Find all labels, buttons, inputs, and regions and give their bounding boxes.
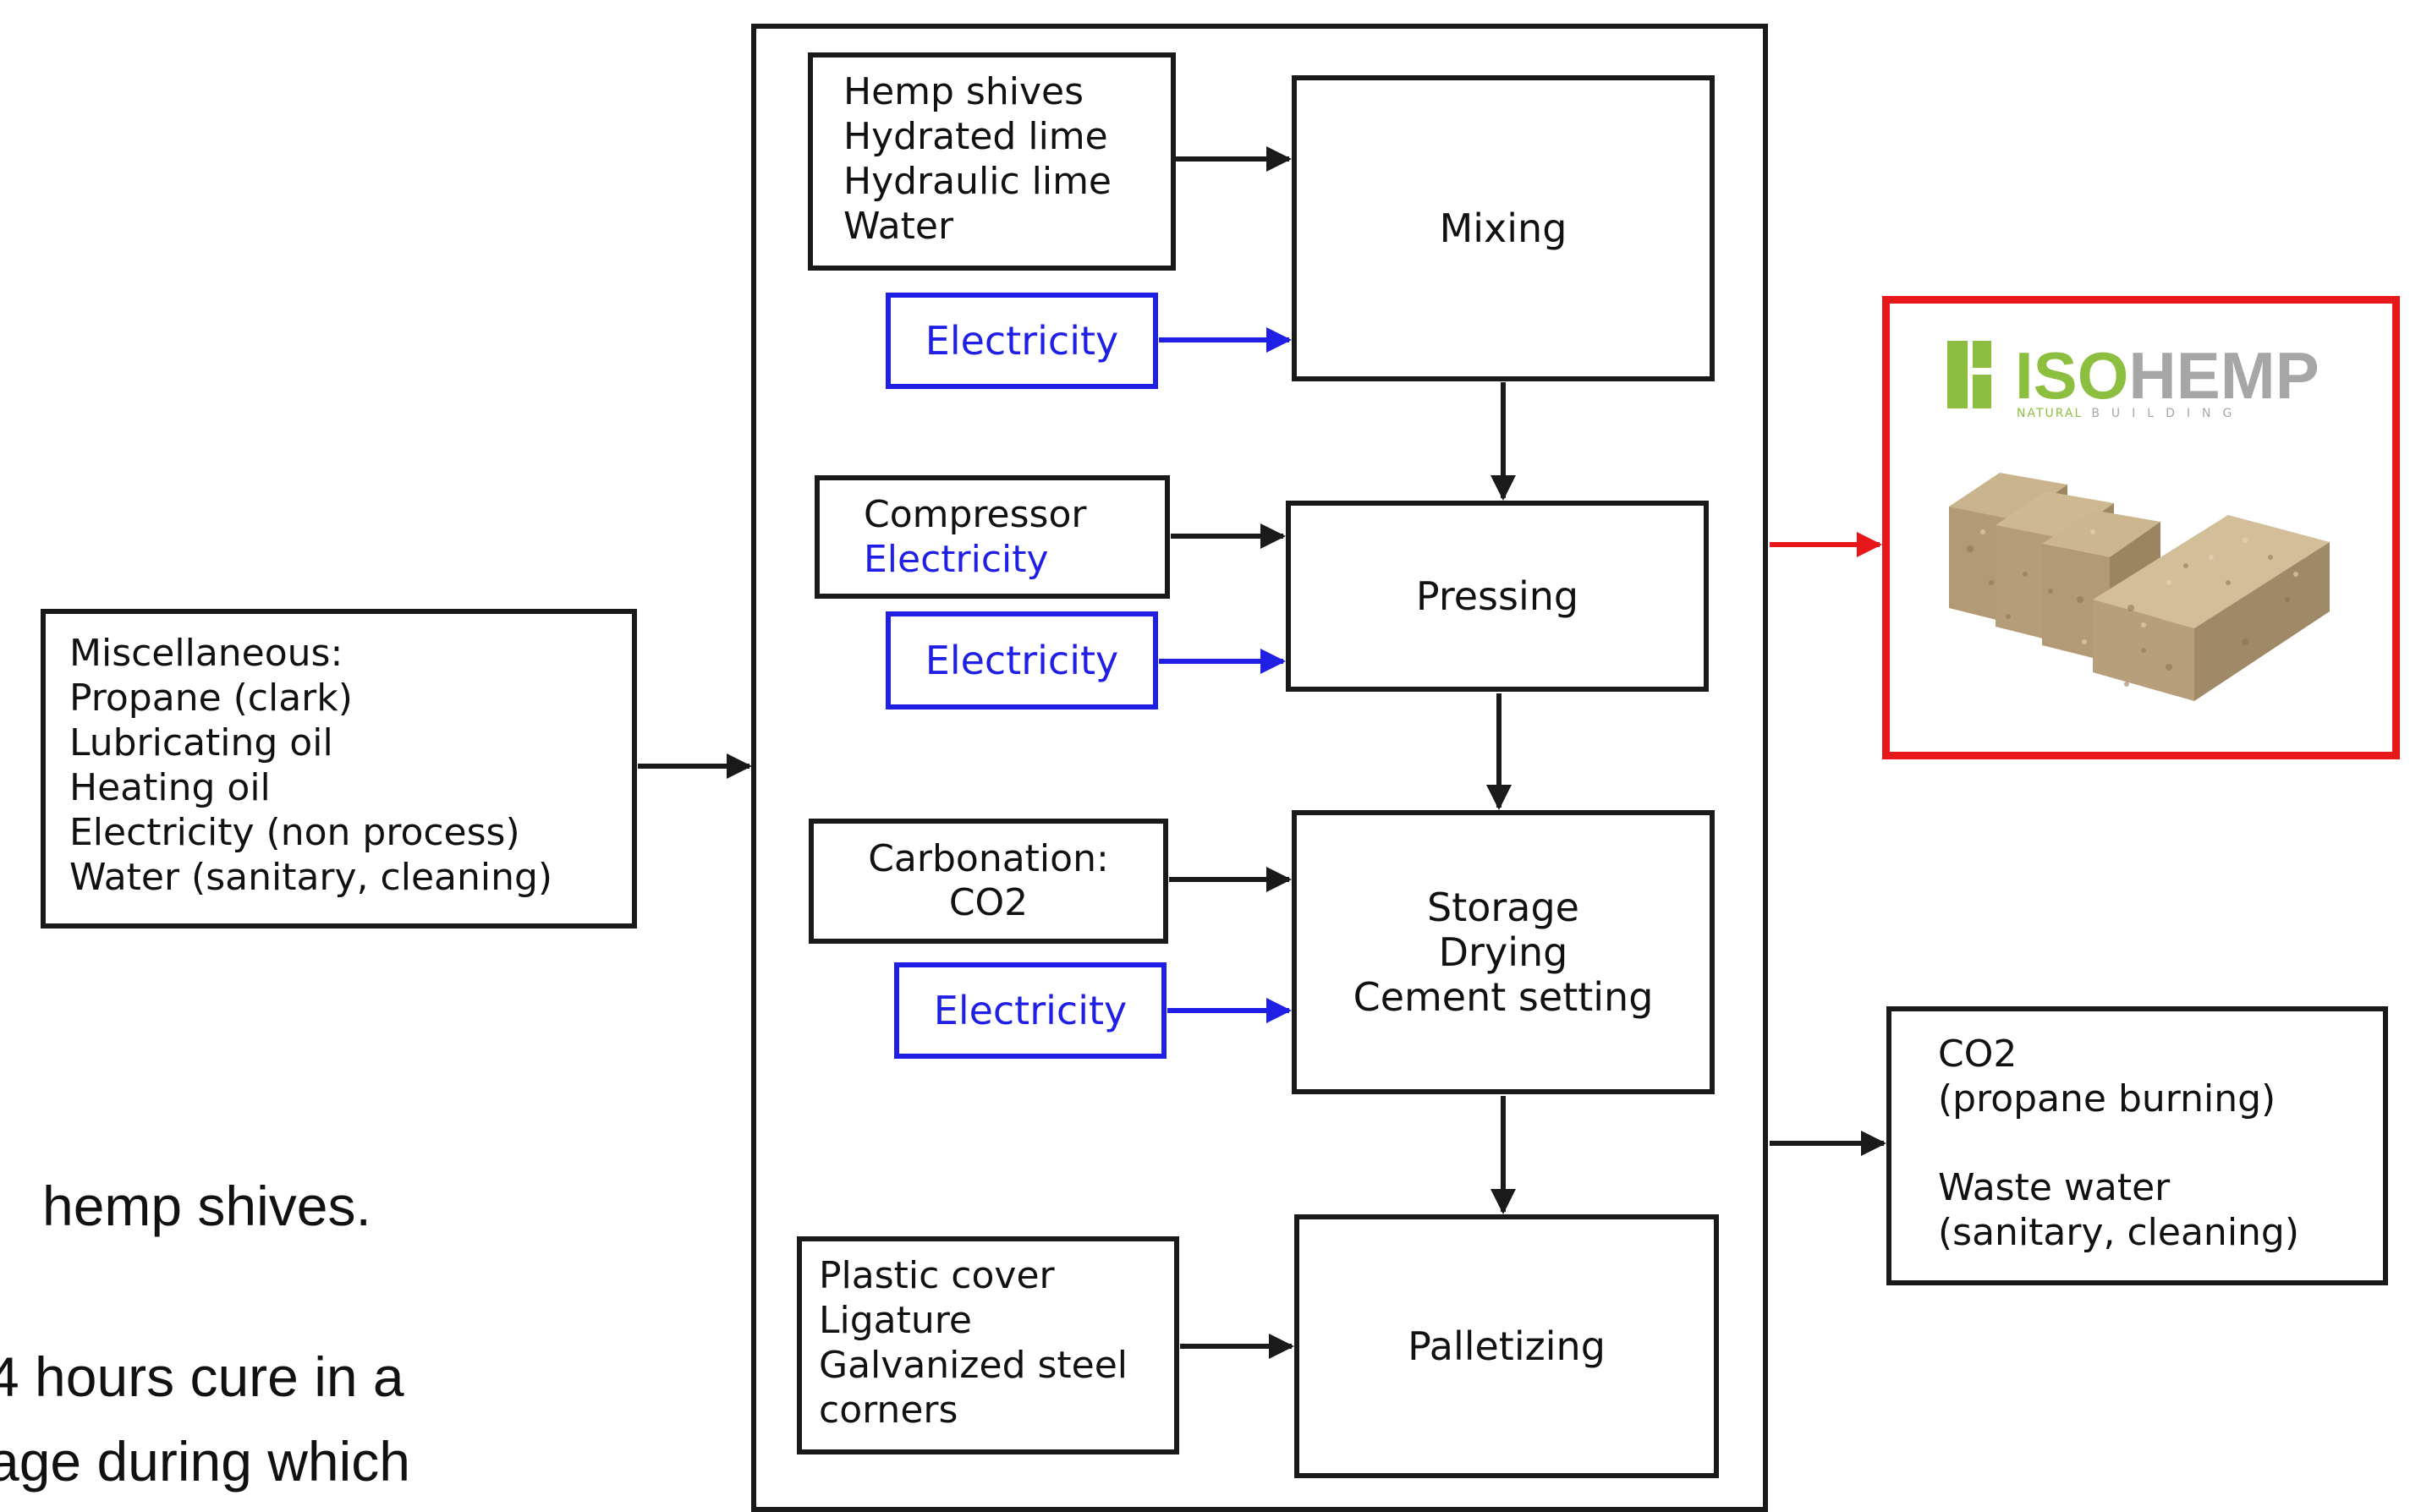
carbonation-label: Carbonation:: [868, 837, 1109, 880]
isohemp-logo-icon: [1947, 341, 1991, 408]
misc-electricity-non-process: Electricity (non process): [69, 811, 520, 854]
packaging-plastic-cover: Plastic cover: [819, 1254, 1055, 1297]
hemp-blocks-image: [1949, 473, 2330, 701]
drying-label: Drying: [1438, 929, 1568, 975]
pressing-process-box: Pressing: [1286, 501, 1709, 692]
caption-line-1: hemp shives.: [42, 1175, 371, 1237]
packaging-galvanized-steel: Galvanized steel: [819, 1344, 1128, 1387]
palletizing-label: Palletizing: [1408, 1323, 1606, 1369]
misc-propane: Propane (clark): [69, 677, 353, 720]
caption-line-3: age during which: [0, 1430, 410, 1493]
packaging-ligature: Ligature: [819, 1299, 972, 1342]
misc-heading: Miscellaneous:: [69, 632, 343, 675]
electricity-label: Electricity: [925, 318, 1119, 364]
packaging-corners: corners: [819, 1389, 958, 1432]
material-hemp-shives: Hemp shives: [843, 70, 1084, 113]
material-water: Water: [843, 205, 954, 248]
misc-heating-oil: Heating oil: [69, 766, 271, 809]
carbonation-co2-label: CO2: [948, 881, 1029, 924]
output-waste-water: Waste water: [1938, 1166, 2171, 1209]
cement-setting-label: Cement setting: [1353, 973, 1654, 1020]
electricity-pressing-box: Electricity: [886, 611, 1158, 709]
mixing-materials-box: Hemp shives Hydrated lime Hydraulic lime…: [808, 52, 1176, 271]
storage-label: Storage: [1427, 884, 1579, 930]
storage-process-box: Storage Drying Cement setting: [1292, 810, 1715, 1094]
mixing-process-box: Mixing: [1292, 75, 1715, 381]
material-hydraulic-lime: Hydraulic lime: [843, 160, 1112, 203]
miscellaneous-inputs-box: Miscellaneous: Propane (clark) Lubricati…: [41, 609, 637, 929]
electricity-label: Electricity: [933, 988, 1128, 1033]
material-hydrated-lime: Hydrated lime: [843, 115, 1108, 158]
misc-lubricating-oil: Lubricating oil: [69, 721, 333, 764]
compressor-label: Compressor: [864, 493, 1087, 536]
output-co2: CO2: [1938, 1033, 2018, 1076]
carbonation-box: Carbonation: CO2: [809, 819, 1168, 944]
output-co2-source: (propane burning): [1938, 1077, 2276, 1120]
electricity-storage-box: Electricity: [894, 962, 1167, 1059]
caption-line-2: 4 hours cure in a: [0, 1345, 404, 1408]
compressor-box: Compressor Electricity: [815, 475, 1170, 599]
mixing-label: Mixing: [1439, 205, 1567, 251]
electricity-label: Electricity: [925, 638, 1119, 683]
packaging-materials-box: Plastic cover Ligature Galvanized steel …: [797, 1236, 1179, 1454]
outputs-box: CO2 (propane burning) Waste water (sanit…: [1886, 1006, 2388, 1285]
electricity-mixing-box: Electricity: [886, 293, 1158, 389]
brand-name: ISOHEMP: [2015, 338, 2319, 413]
palletizing-process-box: Palletizing: [1294, 1214, 1719, 1478]
output-waste-water-source: (sanitary, cleaning): [1938, 1211, 2300, 1254]
misc-water: Water (sanitary, cleaning): [69, 856, 553, 899]
pressing-label: Pressing: [1415, 573, 1579, 619]
compressor-electricity-label: Electricity: [864, 538, 1049, 581]
